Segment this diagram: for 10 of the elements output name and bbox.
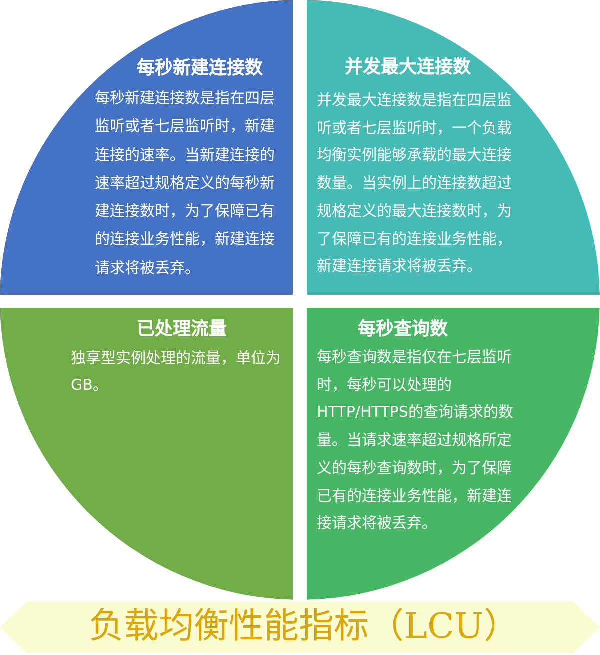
segment-description: 每秒查询数是指仅在七层监听时，每秒可以处理的HTTP/HTTPS的查询请求的数量。当请求速率超过规格所定义的每秒查询数时，为了保障已有的连接业务性能，新建连接请求将被丢弃。: [317, 347, 514, 534]
segment-description: 独享型实例处理的流量，单位为GB。: [71, 348, 282, 396]
segment-heading: 并发最大连接数: [345, 57, 471, 79]
segment-description: 每秒新建连接数是指在四层监听或者七层监听时，新建连接的速率。当新建连接的速率超过规格定义的每秒新建连接数时，为了保障已有的连接业务性能，新建连接请求将被丢弃。: [95, 88, 276, 279]
segment-heading: 已处理流量: [137, 319, 227, 341]
segment-description: 并发最大连接数是指在四层监听或者七层监听时，一个负载均衡实例能够承载的最大连接数量。当实例上的连接数超过规格定义的最大连接数时，为了保障已有的连接业务性能，新建连接请求将被丢弃。: [317, 90, 513, 278]
banner-ribbon: [0, 602, 600, 653]
segment-heading: 每秒新建连接数: [137, 58, 263, 80]
banner-title: 负载均衡性能指标（LCU）: [89, 609, 519, 645]
segment-heading: 每秒查询数: [358, 319, 448, 341]
